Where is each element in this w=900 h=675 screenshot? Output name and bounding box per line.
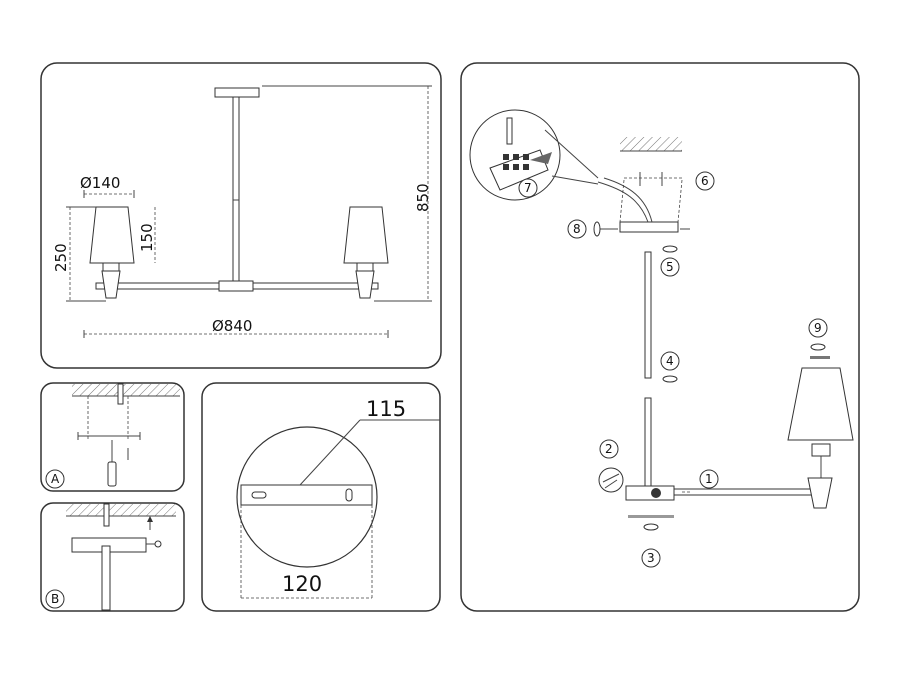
step-1: 1 bbox=[705, 472, 713, 486]
dim-total-diameter: Ø840 bbox=[212, 317, 252, 335]
dim-plate-width: 120 bbox=[282, 572, 322, 596]
overview-panel: Ø140 150 250 850 Ø840 bbox=[40, 62, 442, 369]
step-5: 5 bbox=[666, 260, 674, 274]
label-b: B bbox=[51, 592, 59, 606]
step-6: 6 bbox=[701, 174, 709, 188]
dim-shade-diameter: Ø140 bbox=[80, 174, 120, 192]
assembly-panel: 1 2 3 4 5 6 7 8 9 bbox=[460, 62, 860, 612]
step-9: 9 bbox=[814, 321, 822, 335]
left-lamp bbox=[89, 206, 135, 299]
detail-panel-a: A bbox=[40, 382, 185, 492]
right-lamp bbox=[343, 206, 389, 299]
label-a: A bbox=[51, 472, 60, 486]
dim-shade-height: 150 bbox=[138, 223, 156, 252]
detail-panel-b: B bbox=[40, 502, 185, 612]
step-2: 2 bbox=[605, 442, 613, 456]
mounting-plate-panel: 115 120 bbox=[201, 382, 441, 612]
dim-lamp-height: 250 bbox=[52, 243, 70, 272]
terminal-block bbox=[503, 154, 529, 170]
step-8: 8 bbox=[573, 222, 581, 236]
step-markers: 1 2 3 4 5 6 7 8 9 bbox=[518, 171, 828, 568]
step-4: 4 bbox=[666, 354, 674, 368]
step-3: 3 bbox=[647, 551, 655, 565]
step-7: 7 bbox=[524, 181, 532, 195]
dim-plate-depth: 115 bbox=[366, 397, 406, 421]
dim-total-height: 850 bbox=[414, 183, 432, 212]
